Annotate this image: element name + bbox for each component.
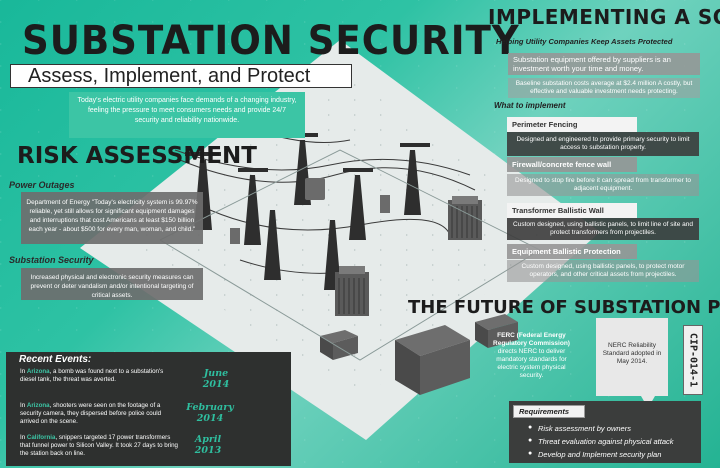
cip-standard-tag: CIP-014-1 bbox=[683, 325, 703, 395]
risk-assessment-heading: RISK ASSESSMENT bbox=[17, 143, 257, 169]
nerc-text: NERC Reliability Standard adopted in May… bbox=[602, 342, 662, 365]
bullet-icon: ● bbox=[528, 437, 533, 444]
event-description: , snippers targeted 17 power transformer… bbox=[20, 434, 178, 457]
requirement-item: Risk assessment by owners bbox=[538, 424, 631, 433]
intro-text: Today's electric utility companies face … bbox=[69, 92, 305, 138]
recent-events-panel bbox=[6, 352, 291, 466]
page-title: SUBSTATION SECURITY bbox=[22, 18, 520, 64]
recent-events-title: Recent Events: bbox=[19, 354, 92, 365]
event-year: 2014 bbox=[202, 379, 230, 390]
event-prefix: In bbox=[20, 368, 27, 375]
supplier-offer-text: Substation equipment offered by supplier… bbox=[508, 53, 700, 75]
insulators bbox=[230, 178, 390, 244]
event-month: April bbox=[194, 434, 222, 445]
event-item: In Arizona, shooters were seen on the fo… bbox=[20, 402, 180, 426]
ferc-block: FERC (Federal Energy Regulatory Commissi… bbox=[489, 332, 574, 384]
event-item: In California, snippers targeted 17 powe… bbox=[20, 434, 180, 458]
item-desc-ballistic-wall: Custom designed, using ballistic panels,… bbox=[507, 218, 699, 240]
future-heading: THE FUTURE OF SUBSTATION PROTECTION bbox=[408, 297, 720, 318]
item-label-equipment-ballistic: Equipment Ballistic Protection bbox=[507, 244, 637, 259]
item-label-ballistic-wall: Transformer Ballistic Wall bbox=[507, 203, 637, 218]
ferc-title: FERC (Federal Energy Regulatory Commissi… bbox=[493, 332, 570, 347]
control-buildings bbox=[320, 314, 518, 395]
requirement-item: Threat evaluation against physical attac… bbox=[538, 437, 674, 446]
item-label-firewall: Firewall/concrete fence wall bbox=[507, 157, 637, 172]
substation-security-text: Increased physical and electronic securi… bbox=[21, 268, 203, 300]
event-month: February bbox=[186, 402, 234, 413]
event-prefix: In bbox=[20, 434, 27, 441]
event-description: , shooters were seen on the footage of a… bbox=[20, 402, 162, 425]
event-prefix: In bbox=[20, 402, 27, 409]
item-desc-firewall: Designed to stop fire before it can spre… bbox=[507, 174, 699, 196]
event-place: California bbox=[26, 434, 56, 441]
event-place: Arizona bbox=[26, 368, 50, 375]
cost-text: Baseline substation costs average at $2.… bbox=[508, 78, 700, 98]
power-outages-text: Department of Energy "Today's electricit… bbox=[21, 192, 203, 244]
event-place: Arizona bbox=[26, 402, 50, 409]
substation-security-label: Substation Security bbox=[9, 255, 94, 265]
event-year: 2013 bbox=[194, 445, 222, 456]
what-to-implement-label: What to implement bbox=[494, 101, 566, 110]
power-outages-label: Power Outages bbox=[9, 180, 75, 190]
cip-standard-label: CIP-014-1 bbox=[687, 332, 699, 388]
event-month: June bbox=[203, 368, 229, 379]
item-label-perimeter-fencing: Perimeter Fencing bbox=[507, 117, 637, 132]
subtitle-banner bbox=[10, 64, 352, 88]
implementing-heading: IMPLEMENTING A SOLUTION bbox=[488, 5, 720, 29]
requirements-label: Requirements bbox=[513, 405, 585, 418]
bullet-icon: ● bbox=[528, 450, 533, 457]
item-desc-equipment-ballistic: Custom designed, using ballistic panels,… bbox=[507, 260, 699, 282]
event-item: In Arizona, a bomb was found next to a s… bbox=[20, 368, 180, 384]
requirement-item: Develop and Implement security plan bbox=[538, 450, 662, 459]
implementing-subheading: Helping Utility Companies Keep Assets Pr… bbox=[496, 37, 673, 46]
page-subtitle: Assess, Implement, and Protect bbox=[28, 65, 311, 87]
event-year: 2014 bbox=[196, 413, 224, 424]
ferc-text: directs NERC to deliver mandatory standa… bbox=[496, 348, 567, 379]
bullet-icon: ● bbox=[528, 424, 533, 431]
item-desc-perimeter-fencing: Designed and engineered to provide prima… bbox=[507, 132, 699, 156]
event-description: , a bomb was found next to a substation'… bbox=[20, 368, 164, 383]
